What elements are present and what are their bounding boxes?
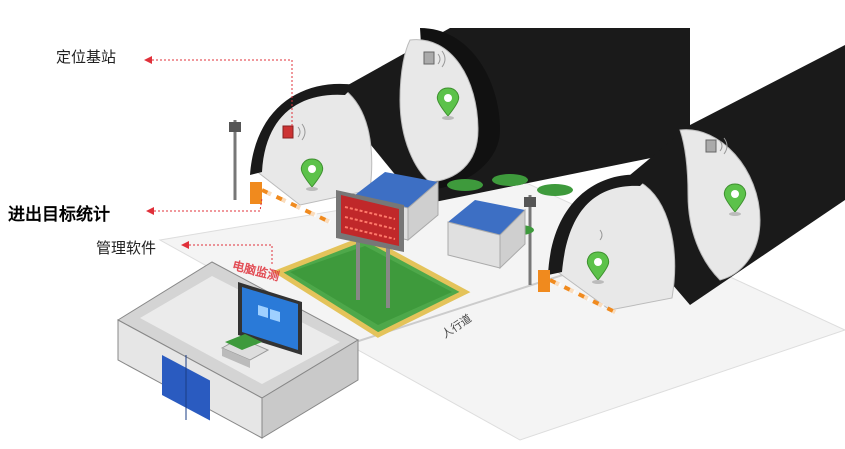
camera-icon xyxy=(524,197,536,207)
camera-icon xyxy=(423,51,435,65)
workstation-desk xyxy=(220,334,270,368)
grass-patch xyxy=(272,235,471,338)
led-display-board xyxy=(336,190,404,308)
tunnel-2 xyxy=(548,45,845,311)
wifi-icon xyxy=(599,229,603,241)
positioning-station-device xyxy=(282,125,294,139)
camera-icon xyxy=(229,122,241,132)
shed-2 xyxy=(447,200,526,270)
computer-monitor xyxy=(238,282,302,355)
barrier-gate-1 xyxy=(229,120,331,224)
camera-icon xyxy=(705,139,717,153)
wifi-icon xyxy=(437,50,446,68)
label-management-software: 管理软件 xyxy=(96,239,157,257)
barrier-gate-2 xyxy=(524,195,616,314)
label-positioning-station: 定位基站 xyxy=(56,48,117,66)
leader-lines xyxy=(144,56,293,265)
wifi-icon xyxy=(297,123,306,141)
wifi-icon xyxy=(719,137,728,155)
label-entry-exit-count: 进出目标统计 xyxy=(8,205,110,225)
tunnel-1 xyxy=(250,28,690,206)
